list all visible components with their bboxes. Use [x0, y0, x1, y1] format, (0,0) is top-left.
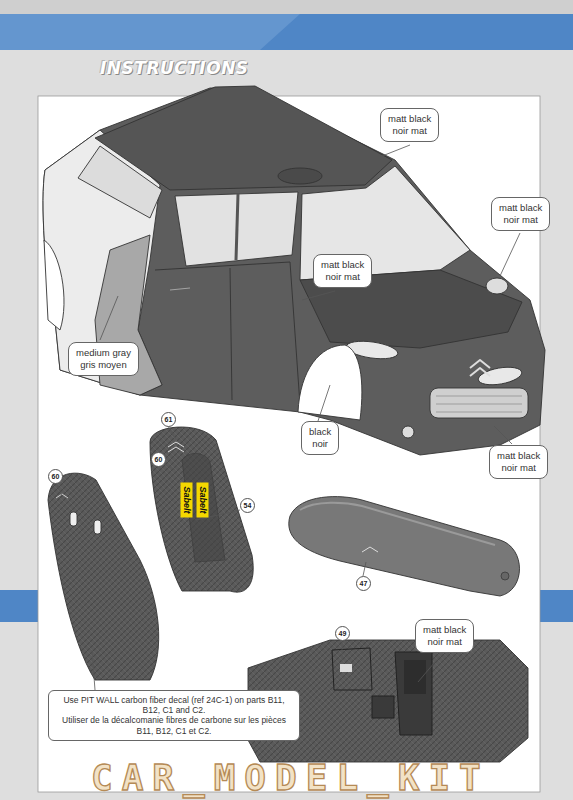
color-callout: matt blacknoir mat — [380, 108, 439, 142]
callout-number: 61 — [161, 412, 176, 427]
callout-text: matt black — [388, 113, 431, 125]
belt-logo: Sabelt — [197, 482, 209, 517]
note-box: Use PIT WALL carbon fiber decal (ref 24C… — [48, 690, 300, 741]
callout-text: noir mat — [321, 271, 364, 283]
callout-text: noir mat — [423, 636, 466, 648]
color-callout: matt blacknoir mat — [489, 445, 548, 479]
callout-text: matt black — [423, 624, 466, 636]
color-callout: matt blacknoir mat — [491, 197, 550, 231]
callout-text: noir mat — [497, 462, 540, 474]
color-callout: matt blacknoir mat — [415, 619, 474, 653]
watermark: CAR_MODEL_KIT — [91, 760, 490, 796]
callout-number: 54 — [240, 498, 255, 513]
callout-text: Utiliser de la décalcomanie fibres de ca… — [56, 715, 292, 735]
callout-text: gris moyen — [76, 359, 131, 371]
callout-text: matt black — [321, 259, 364, 271]
callout-number: 47 — [356, 576, 371, 591]
color-callout: blacknoir — [301, 421, 339, 455]
callout-text: black — [309, 426, 331, 438]
callout-text: medium gray — [76, 347, 131, 359]
callout-number: 49 — [335, 626, 350, 641]
callout-text: matt black — [497, 450, 540, 462]
page-title: INSTRUCTIONS — [100, 58, 249, 78]
belt-logo: Sabelt — [181, 482, 193, 517]
callout-number: 60 — [151, 452, 166, 467]
color-callout: medium graygris moyen — [68, 342, 139, 376]
color-callout: matt blacknoir mat — [313, 254, 372, 288]
callout-text: matt black — [499, 202, 542, 214]
callout-text: noir — [309, 438, 331, 450]
callout-text: noir mat — [499, 214, 542, 226]
callout-text: Use PIT WALL carbon fiber decal (ref 24C… — [56, 695, 292, 715]
callout-text: noir mat — [388, 125, 431, 137]
callout-number: 60 — [48, 469, 63, 484]
